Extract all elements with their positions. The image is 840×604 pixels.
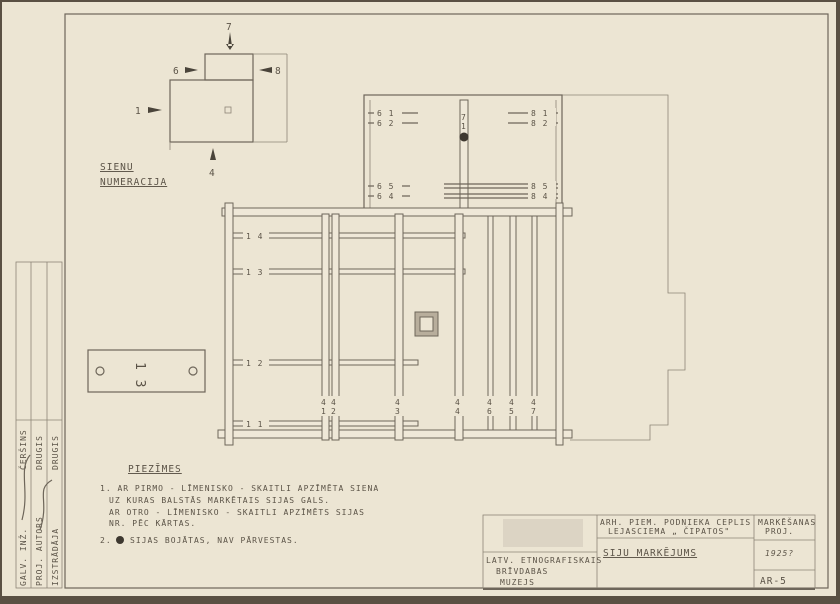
arrow-wall-8-icon [259, 67, 272, 73]
beam-label-4-3-top: 4 [395, 398, 401, 407]
damaged-beam-marker [459, 132, 469, 142]
museum-line-3: MUZEJS [500, 578, 535, 587]
wall-label-1: 1 [135, 106, 142, 117]
museum-line-1: LATV. ETNOGRAFISKAIS [486, 556, 602, 565]
marking-example-box: 1 3 [87, 349, 206, 393]
upper-label-1: 1 [461, 122, 467, 131]
wall-label-6: 6 [173, 66, 180, 77]
upper-label-6-5: 6 5 [377, 182, 394, 191]
museum-line-2: BRĪVDABAS [496, 566, 548, 576]
beam-plan: 7 1 6 1 6 2 6 5 6 4 8 1 8 2 8 5 8 4 [217, 94, 686, 446]
beam-label-1-3: 1 3 [246, 268, 263, 277]
beam-label-1-2: 1 2 [246, 359, 263, 368]
beam-label-4-6-bottom: 6 [487, 407, 493, 416]
chief-engineer-label: GALV. INŽ. [17, 528, 28, 586]
beam-label-4-5-top: 4 [509, 398, 515, 407]
left-wall-beam [224, 202, 234, 446]
note-1-line-3: AR OTRO - LĪMENISKO - SKAITLI APZĪMĒTS S… [109, 507, 365, 517]
sheet-code: AR-5 [760, 576, 787, 587]
paper [2, 2, 836, 596]
project-author-name: DRUGIS [35, 435, 44, 470]
project-label-2: PROJ. [765, 527, 794, 536]
beam-label-4-2-top: 4 [331, 398, 337, 407]
outline-extension [562, 94, 686, 441]
note-1-line-2: UZ KURAS BALSTĀS MARKĒTAIS SIJAS GALS. [109, 495, 330, 505]
upper-label-8-5: 8 5 [531, 182, 548, 191]
wall-label-4: 4 [209, 168, 216, 179]
drawing-border [64, 13, 829, 589]
note-2-text: SIJAS BOJĀTAS, NAV PĀRVESTAS. [130, 535, 299, 545]
drafted-by-name: DRUGIS [51, 435, 60, 470]
beam-label-4-1-top: 4 [321, 398, 327, 407]
notes-title: PIEZĪMES [128, 464, 182, 475]
project-label-1: MARKĒŠANAS [758, 516, 816, 527]
arrow-wall-6-icon [185, 67, 198, 73]
wall-numbering-title: SIENU [100, 162, 134, 173]
upper-label-8-2: 8 2 [531, 119, 548, 128]
upper-label-6-2: 6 2 [377, 119, 394, 128]
drawing-title: SIJU MARKĒJUMS [603, 548, 697, 559]
note-1-line-4: NR. PĒC KĀRTAS. [109, 518, 196, 528]
signature [21, 454, 53, 531]
damaged-marker-icon [116, 536, 124, 544]
wall-label-7: 7 [226, 22, 233, 33]
upper-label-8-4: 8 4 [531, 192, 548, 201]
beam-label-4-6-top: 4 [487, 398, 493, 407]
wall-numbering-diagram: 1 4 6 7 8 SIENU NUMERACIJA [100, 22, 288, 188]
arrow-wall-7-icon [226, 32, 234, 50]
beam-label-4-5-bottom: 5 [509, 407, 515, 416]
beam-label-4-4-bottom: 4 [455, 407, 461, 416]
arrow-wall-4-icon [210, 148, 216, 160]
upper-label-6-4: 6 4 [377, 192, 394, 201]
note-2-number: 2. [100, 536, 112, 545]
wall-numbering-subtitle: NUMERACIJA [100, 177, 167, 188]
wall-label-8: 8 [275, 66, 282, 77]
arrow-wall-1-icon [148, 107, 162, 113]
title-block: LATV. ETNOGRAFISKAIS BRĪVDABAS MUZEJS AR… [482, 514, 816, 590]
notes: PIEZĪMES 1. AR PIRMO - LĪMENISKO - SKAIT… [100, 464, 379, 545]
beam-label-4-1-bottom: 1 [321, 407, 327, 416]
marking-example-label: 1 3 [132, 362, 147, 388]
beam-label-1-4: 1 4 [246, 232, 263, 241]
beam-label-1-1: 1 1 [246, 420, 263, 429]
object-line-2: LEJASCIEMA „ ČIPATOS" [608, 525, 730, 536]
project-year: 1925? [765, 549, 794, 558]
beam-label-4-7-bottom: 7 [531, 407, 537, 416]
upper-label-6-1: 6 1 [377, 109, 394, 118]
museum-stamp [503, 519, 583, 547]
project-author-label: PROJ. AUTORS [35, 516, 44, 586]
object-line-1: ARH. PIEM. PODNIEKA CEPLIS [600, 518, 751, 527]
right-wall-beam [555, 202, 564, 446]
beam-label-4-3-bottom: 3 [395, 407, 401, 416]
side-signature-strip: GALV. INŽ. PROJ. AUTORS IZSTRĀDĀJA ČERŠI… [15, 261, 63, 589]
beam-label-4-7-top: 4 [531, 398, 537, 407]
note-1-line-1: 1. AR PIRMO - LĪMENISKO - SKAITLI APZĪMĒ… [100, 483, 379, 493]
beam-label-4-4-top: 4 [455, 398, 461, 407]
chief-engineer-name: ČERŠINS [17, 429, 28, 470]
beam-label-4-2-bottom: 2 [331, 407, 337, 416]
vertical-beams [321, 213, 538, 441]
drafted-by-label: IZSTRĀDĀJA [50, 528, 60, 586]
upper-label-7: 7 [461, 113, 467, 122]
upper-label-8-1: 8 1 [531, 109, 548, 118]
